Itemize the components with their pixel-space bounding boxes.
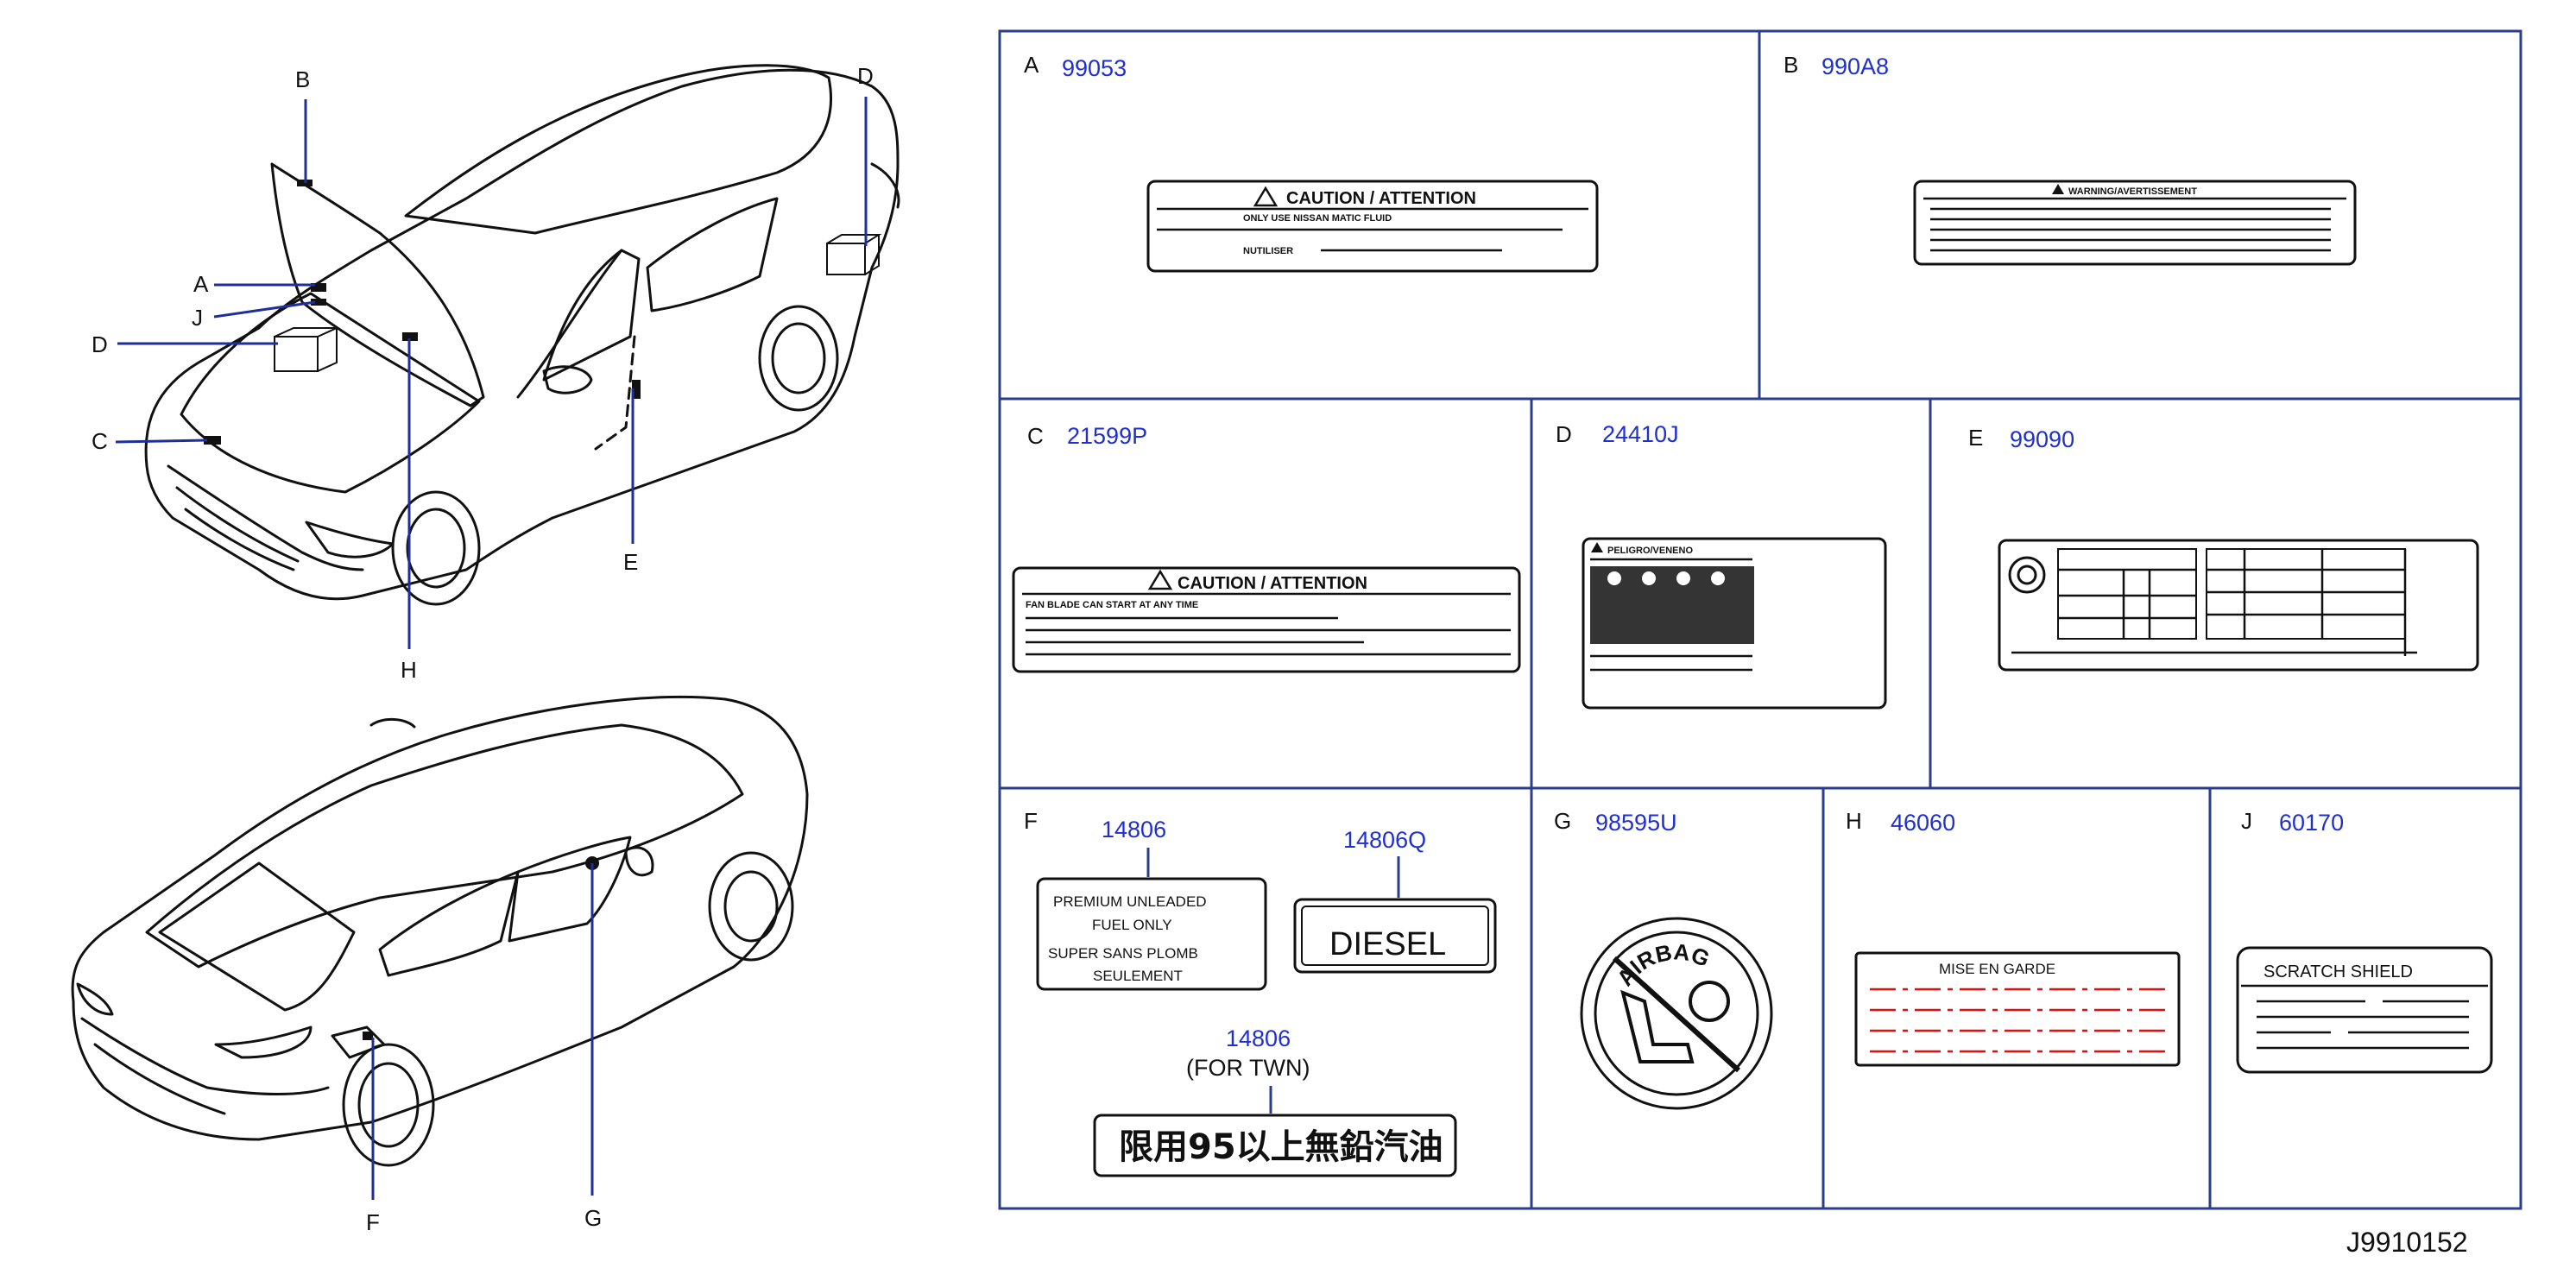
panel-e: E 99090 [1968,425,2479,672]
svg-text:PREMIUM UNLEADED: PREMIUM UNLEADED [1053,893,1207,910]
svg-text:CAUTION / ATTENTION: CAUTION / ATTENTION [1178,574,1367,593]
part-number-a: 99053 [1062,55,1127,81]
leader-lines-top [115,97,868,649]
label-f-chinese [1093,1114,1457,1177]
callout-h: H [401,657,417,683]
panel-h: H 46060 MISE EN GARDE [1846,808,2181,1067]
part-number-f-diesel: 14806Q [1343,827,1426,853]
svg-text:B: B [1784,52,1798,78]
panel-j: J 60170 SCRATCH SHIELD [2236,808,2493,1074]
label-b [1913,180,2357,266]
airbag-icon [1689,981,1730,1022]
part-number-g: 98595U [1595,810,1677,836]
panel-g: G 98595U AIRBAG [1554,808,1773,1110]
part-number-b: 990A8 [1822,54,1889,79]
svg-text:MISE EN GARDE: MISE EN GARDE [1939,961,2055,977]
svg-text:ONLY USE NISSAN MATIC FLUID: ONLY USE NISSAN MATIC FLUID [1243,213,1392,224]
callout-d-rear: D [857,63,874,89]
label-f-diesel [1293,898,1497,974]
panel-b: B 990A8 WARNING/AVERTISSEMENT [1784,52,2357,266]
label-grid [998,29,2522,1210]
svg-text:PELIGRO/VENENO: PELIGRO/VENENO [1607,546,1693,556]
svg-text:SUPER SANS PLOMB: SUPER SANS PLOMB [1048,945,1198,962]
svg-text:SCRATCH SHIELD: SCRATCH SHIELD [2263,962,2413,981]
warning-icon [1591,542,1603,552]
svg-text:WARNING/AVERTISSEMENT: WARNING/AVERTISSEMENT [2068,186,2197,197]
svg-text:J: J [2241,808,2252,834]
svg-text:(FOR TWN): (FOR TWN) [1186,1055,1310,1081]
svg-text:E: E [1968,425,1983,451]
callout-letters-bottom: F G [366,1205,602,1235]
svg-text:NUTILISER: NUTILISER [1243,246,1293,256]
callout-f: F [366,1209,380,1235]
svg-text:D: D [1556,421,1572,447]
svg-text:FAN BLADE CAN START AT ANY TIM: FAN BLADE CAN START AT ANY TIME [1026,600,1198,610]
callout-letters-top: B A J D C D E H [92,63,874,683]
warning-icon [2052,184,2064,194]
leader-lines-bottom [371,863,594,1200]
callout-g: G [584,1205,602,1231]
panel-d: D 24410J PELIGRO/VENENO [1556,421,1887,710]
warning-icon [1147,569,1173,590]
svg-text:FUEL ONLY: FUEL ONLY [1092,917,1172,933]
callout-c: C [92,428,108,454]
label-a [1146,180,1599,273]
label-f-unleaded [1036,877,1267,991]
svg-text:SEULEMENT: SEULEMENT [1093,968,1183,984]
label-e [1998,539,2479,672]
part-number-d: 24410J [1602,421,1679,447]
car-top-illustration [144,64,900,606]
panel-a: A 99053 CAUTION / ATTENTION ONLY USE NIS… [1024,52,1599,273]
part-number-f-twn: 14806 [1226,1025,1291,1051]
part-number-h: 46060 [1891,810,1955,836]
part-number-c: 21599P [1067,423,1147,449]
svg-text:A: A [1024,52,1039,78]
child-seat-icon [1620,989,1695,1063]
part-number-e: 99090 [2010,426,2074,452]
svg-text:H: H [1846,808,1862,834]
callout-j: J [192,305,203,331]
panel-c: C 21599P CAUTION / ATTENTION FAN BLADE C… [1012,423,1521,673]
svg-text:G: G [1554,808,1571,834]
svg-text:F: F [1024,808,1038,834]
car-bottom-illustration [71,695,809,1167]
callout-b: B [295,66,310,92]
warning-icon [1253,186,1279,207]
callout-d-front: D [92,331,108,357]
svg-text:CAUTION / ATTENTION: CAUTION / ATTENTION [1286,189,1476,208]
tire-icon [2008,556,2046,594]
label-j [2236,946,2493,1074]
part-number-f-unleaded: 14806 [1102,817,1166,842]
svg-text:DIESEL: DIESEL [1329,926,1446,962]
diagram-code: J9910152 [2346,1227,2468,1258]
callout-e: E [623,549,638,575]
part-number-j: 60170 [2279,810,2344,836]
callout-a: A [193,271,209,297]
svg-text:限用95以上無鉛汽油: 限用95以上無鉛汽油 [1119,1127,1443,1167]
svg-text:C: C [1027,423,1044,449]
panel-f: F 14806 PREMIUM UNLEADED FUEL ONLY SUPER… [1024,808,1497,1177]
